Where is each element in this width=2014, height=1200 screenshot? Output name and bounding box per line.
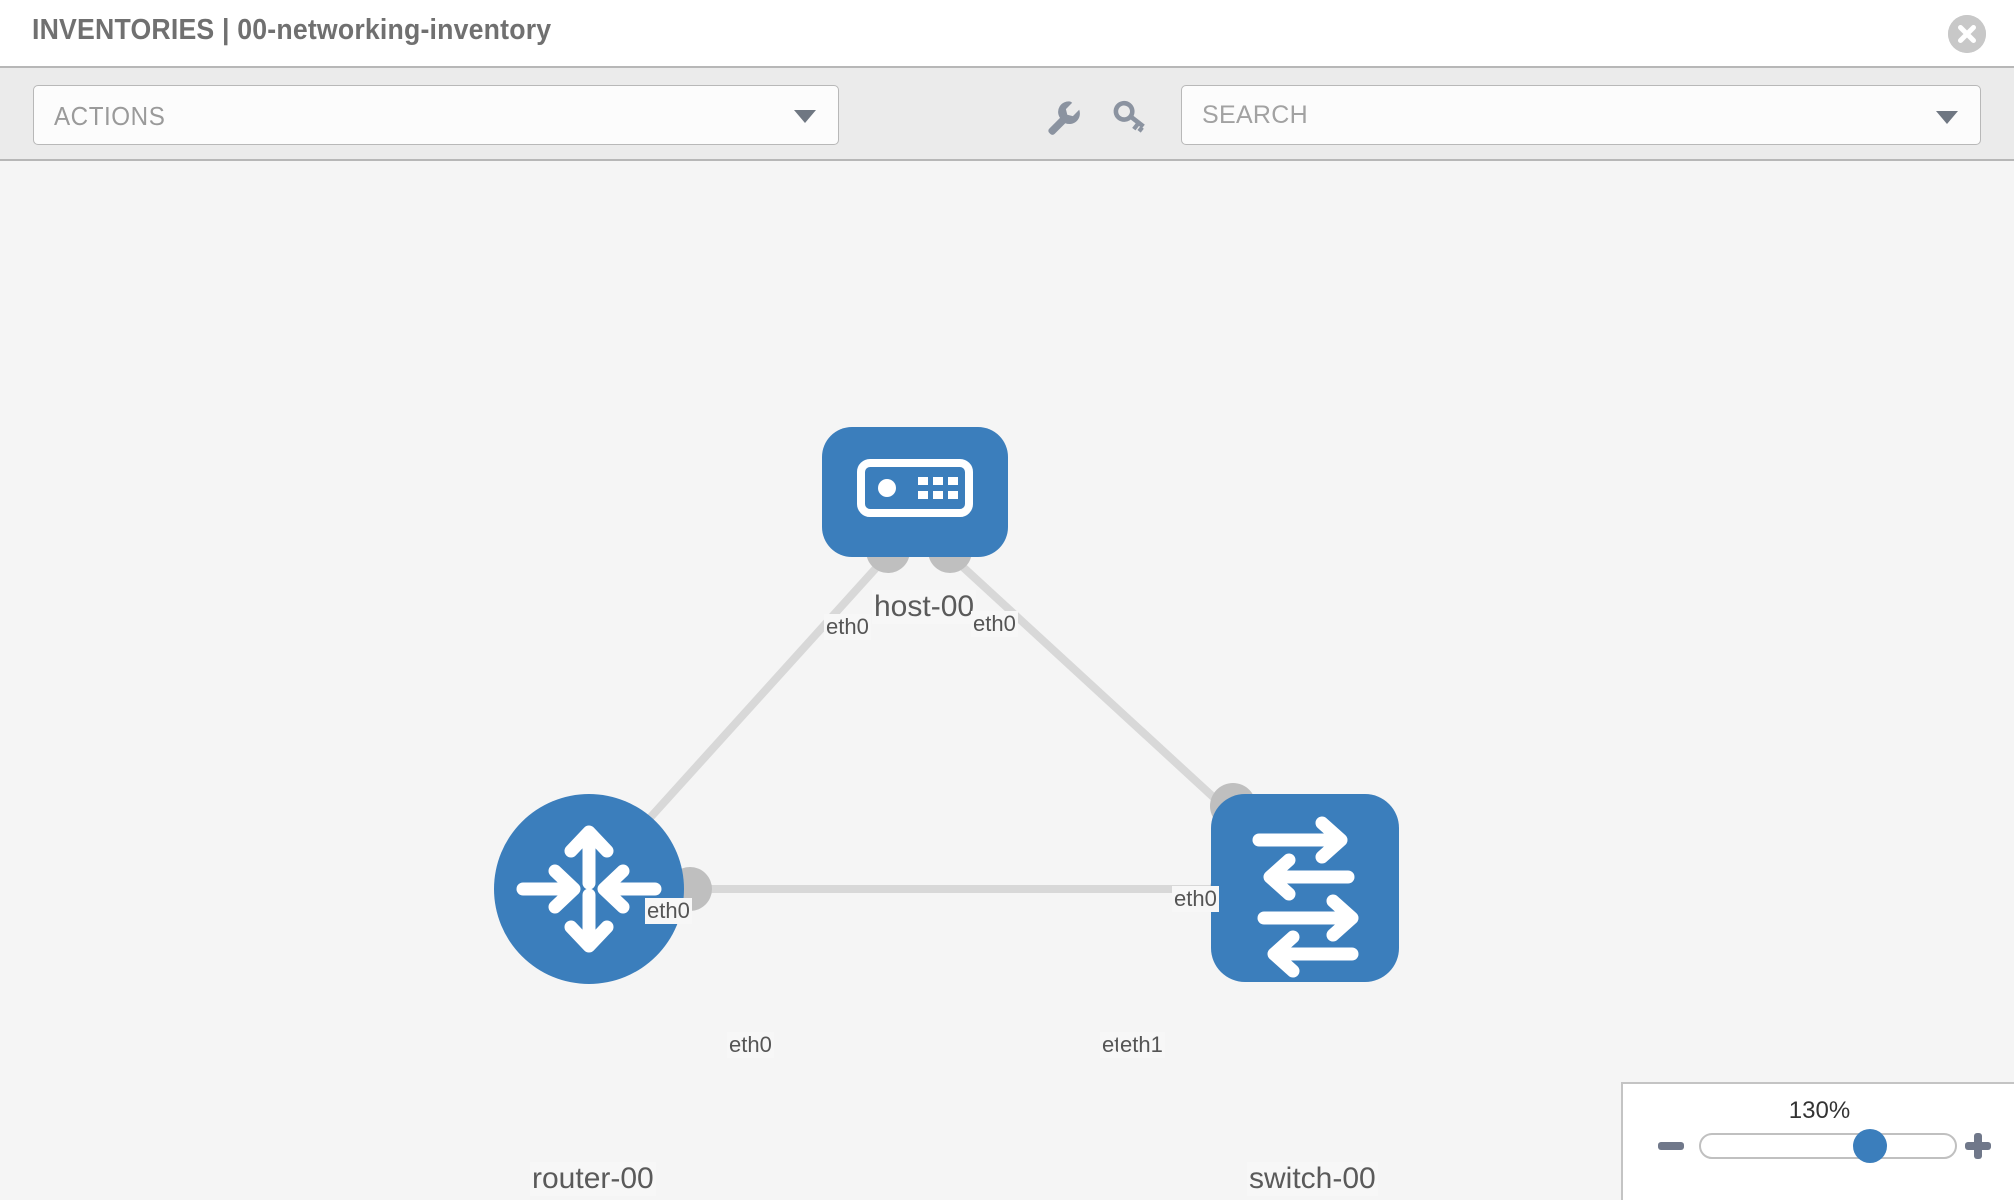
page-header: INVENTORIES | 00-networking-inventory [0, 0, 2014, 68]
edge-label-switch00-left-b: eth1 [1118, 1032, 1165, 1058]
key-icon[interactable] [1110, 96, 1150, 136]
minus-icon[interactable] [1658, 1142, 1684, 1150]
plus-icon[interactable] [1965, 1133, 1991, 1159]
edge-label-host00-left: eth0 [824, 614, 871, 640]
zoom-percent-label: 130% [1788, 1097, 1851, 1124]
edge-label-router00-right: eth0 [727, 1032, 774, 1058]
page-title: INVENTORIES | 00-networking-inventory [32, 14, 552, 46]
edge-label-switch00-up: eth0 [1172, 886, 1219, 912]
topology-connectors [668, 529, 1256, 911]
toolbar: ACTIONS SEARCH [0, 68, 2014, 161]
wrench-icon[interactable] [1043, 96, 1083, 136]
chevron-down-icon [794, 110, 816, 123]
actions-dropdown-label: ACTIONS [54, 101, 166, 131]
node-label-switch-00: switch-00 [1247, 1162, 1378, 1196]
search-input[interactable]: SEARCH [1181, 85, 1981, 145]
chevron-down-icon [1936, 111, 1958, 124]
node-router-00 [494, 794, 684, 984]
link-host00-router00 [617, 554, 889, 854]
node-host-00 [822, 427, 1008, 557]
router-arrows-icon [516, 825, 662, 953]
server-device-icon [857, 459, 973, 517]
node-switch-00 [1211, 794, 1399, 982]
edge-label-router00-up: eth0 [645, 898, 692, 924]
node-host-00-shape [822, 427, 1008, 557]
node-label-router-00: router-00 [530, 1162, 656, 1196]
switch-bidir-arrows-icon [1252, 816, 1359, 978]
search-placeholder: SEARCH [1202, 101, 1308, 129]
actions-dropdown[interactable]: ACTIONS [33, 85, 839, 145]
edge-label-host00-right: eth0 [971, 611, 1018, 637]
zoom-slider-thumb[interactable] [1853, 1129, 1887, 1163]
zoom-control: 130% [1621, 1082, 2014, 1200]
close-icon[interactable] [1948, 15, 1986, 53]
zoom-slider-track[interactable] [1699, 1133, 1957, 1159]
node-label-host-00: host-00 [872, 590, 977, 624]
topology-graph [494, 427, 1399, 984]
topology-canvas[interactable]: host-00 router-00 switch-00 eth0 eth0 et… [0, 161, 2014, 1200]
